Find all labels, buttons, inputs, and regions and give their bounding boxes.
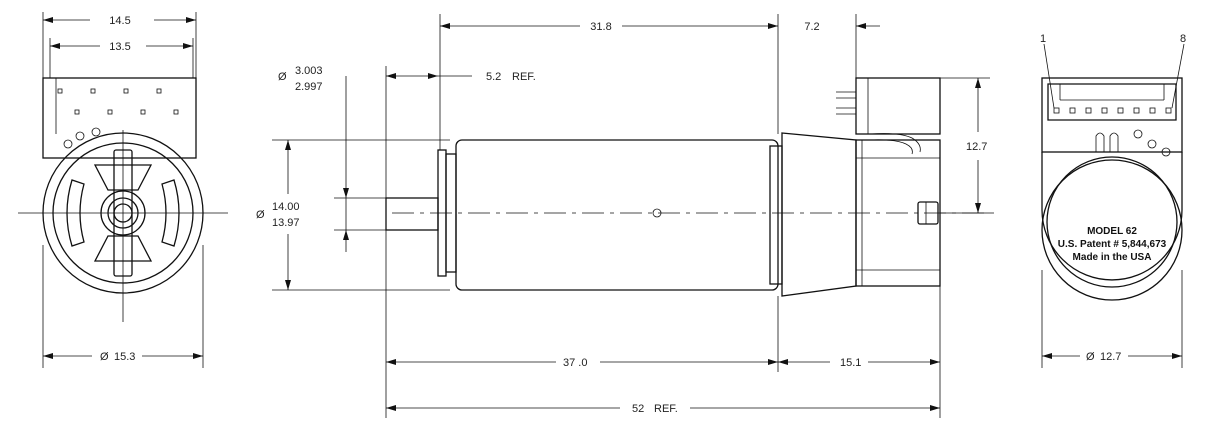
rear-inner-circle	[1046, 156, 1178, 288]
pin-last-label: 8	[1180, 33, 1186, 45]
dim-body-diameter-max: 14.00	[272, 201, 300, 213]
side-cable	[869, 133, 921, 153]
label-origin: Made in the USA	[1073, 252, 1152, 263]
side-motor-end	[769, 145, 783, 285]
side-connector	[855, 77, 941, 135]
dim-front-diameter-prefix: Ø	[100, 351, 109, 363]
rear-housing	[1041, 152, 1183, 281]
dim-motor-length: 37 .0	[563, 357, 587, 369]
rear-view: 1 8 MODEL 62 U.S. Patent # 5,844,673 Mad…	[1040, 33, 1186, 368]
rear-connector-face	[1047, 83, 1177, 121]
rear-cable-loop-2	[1109, 132, 1119, 152]
label-model: MODEL 62	[1087, 226, 1137, 237]
side-shaft	[385, 197, 439, 231]
pin-first-label: 1	[1040, 33, 1046, 45]
dim-shaft-length: 5.2	[486, 71, 501, 83]
front-window-left	[66, 179, 85, 247]
dim-front-width-inner: 13.5	[109, 41, 130, 53]
dim-total-length-suffix: REF.	[654, 403, 678, 415]
front-connector-block	[42, 77, 197, 159]
dim-body-length: 31.8	[590, 21, 611, 33]
dim-shaft-diameter-max: 3.003	[295, 65, 323, 77]
side-center-mark	[652, 208, 662, 218]
dim-total-length: 52	[632, 403, 644, 415]
front-connector-pins	[57, 88, 179, 115]
dim-body-diameter-prefix: Ø	[256, 209, 265, 221]
dim-rear-diameter-prefix: Ø	[1086, 351, 1095, 363]
side-motor-body	[455, 139, 779, 291]
rear-cable-loop-1	[1095, 132, 1105, 152]
dim-connector-offset: 7.2	[804, 21, 819, 33]
side-view: 31.8 7.2 5.2 REF. Ø 3.003 2.997 Ø 14.00 …	[256, 14, 1000, 418]
dim-shaft-diameter-min: 2.997	[295, 81, 323, 93]
rear-connector-block	[1041, 77, 1183, 153]
rear-screw-dots	[1133, 129, 1171, 157]
front-view: 14.5 13.5 Ø 15.3	[18, 12, 228, 368]
dim-shaft-diameter-prefix: Ø	[278, 71, 287, 83]
rear-outer-circle	[1041, 159, 1183, 301]
dim-front-width-outer: 14.5	[109, 15, 130, 27]
front-screw-dots	[63, 127, 101, 149]
dim-front-diameter: 15.3	[114, 351, 135, 363]
dim-shaft-length-suffix: REF.	[512, 71, 536, 83]
side-taper	[781, 132, 857, 297]
dim-body-diameter-min: 13.97	[272, 217, 300, 229]
dim-connector-height: 12.7	[966, 141, 987, 153]
label-patent: U.S. Patent # 5,844,673	[1058, 239, 1167, 250]
rear-connector-pins	[1053, 107, 1172, 114]
front-window-right	[161, 179, 180, 247]
dim-rear-diameter: 12.7	[1100, 351, 1121, 363]
dim-encoder-length: 15.1	[840, 357, 861, 369]
